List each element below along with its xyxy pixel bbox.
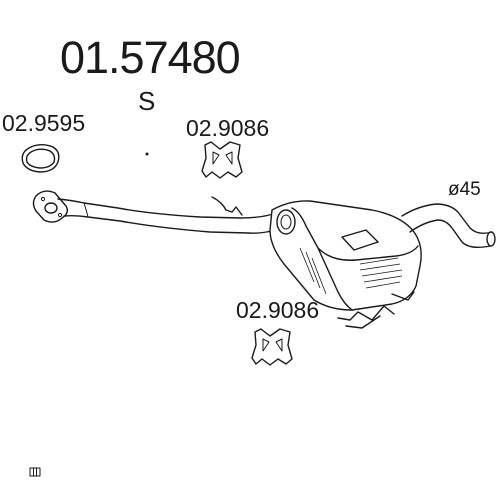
pipe-flange bbox=[32, 190, 69, 223]
tail-pipe bbox=[401, 203, 496, 249]
gasket-ring bbox=[21, 144, 60, 173]
gasket-ref-label: 02.9595 bbox=[2, 110, 85, 136]
catalog-grid-icon bbox=[29, 467, 41, 477]
front-pipe bbox=[57, 196, 279, 234]
rubber-hanger-top bbox=[201, 141, 243, 179]
hanger-top-ref-label: 02.9086 bbox=[186, 115, 269, 141]
part-number-label: 01.57480 bbox=[60, 32, 240, 83]
pipe-diameter-label: ø45 bbox=[448, 179, 481, 200]
rubber-hanger-bottom bbox=[251, 328, 293, 366]
part-suffix-label: S bbox=[138, 86, 155, 116]
reference-dot bbox=[145, 152, 149, 156]
silencer-body bbox=[269, 200, 422, 329]
hanger-bottom-ref-label: 02.9086 bbox=[236, 297, 319, 323]
